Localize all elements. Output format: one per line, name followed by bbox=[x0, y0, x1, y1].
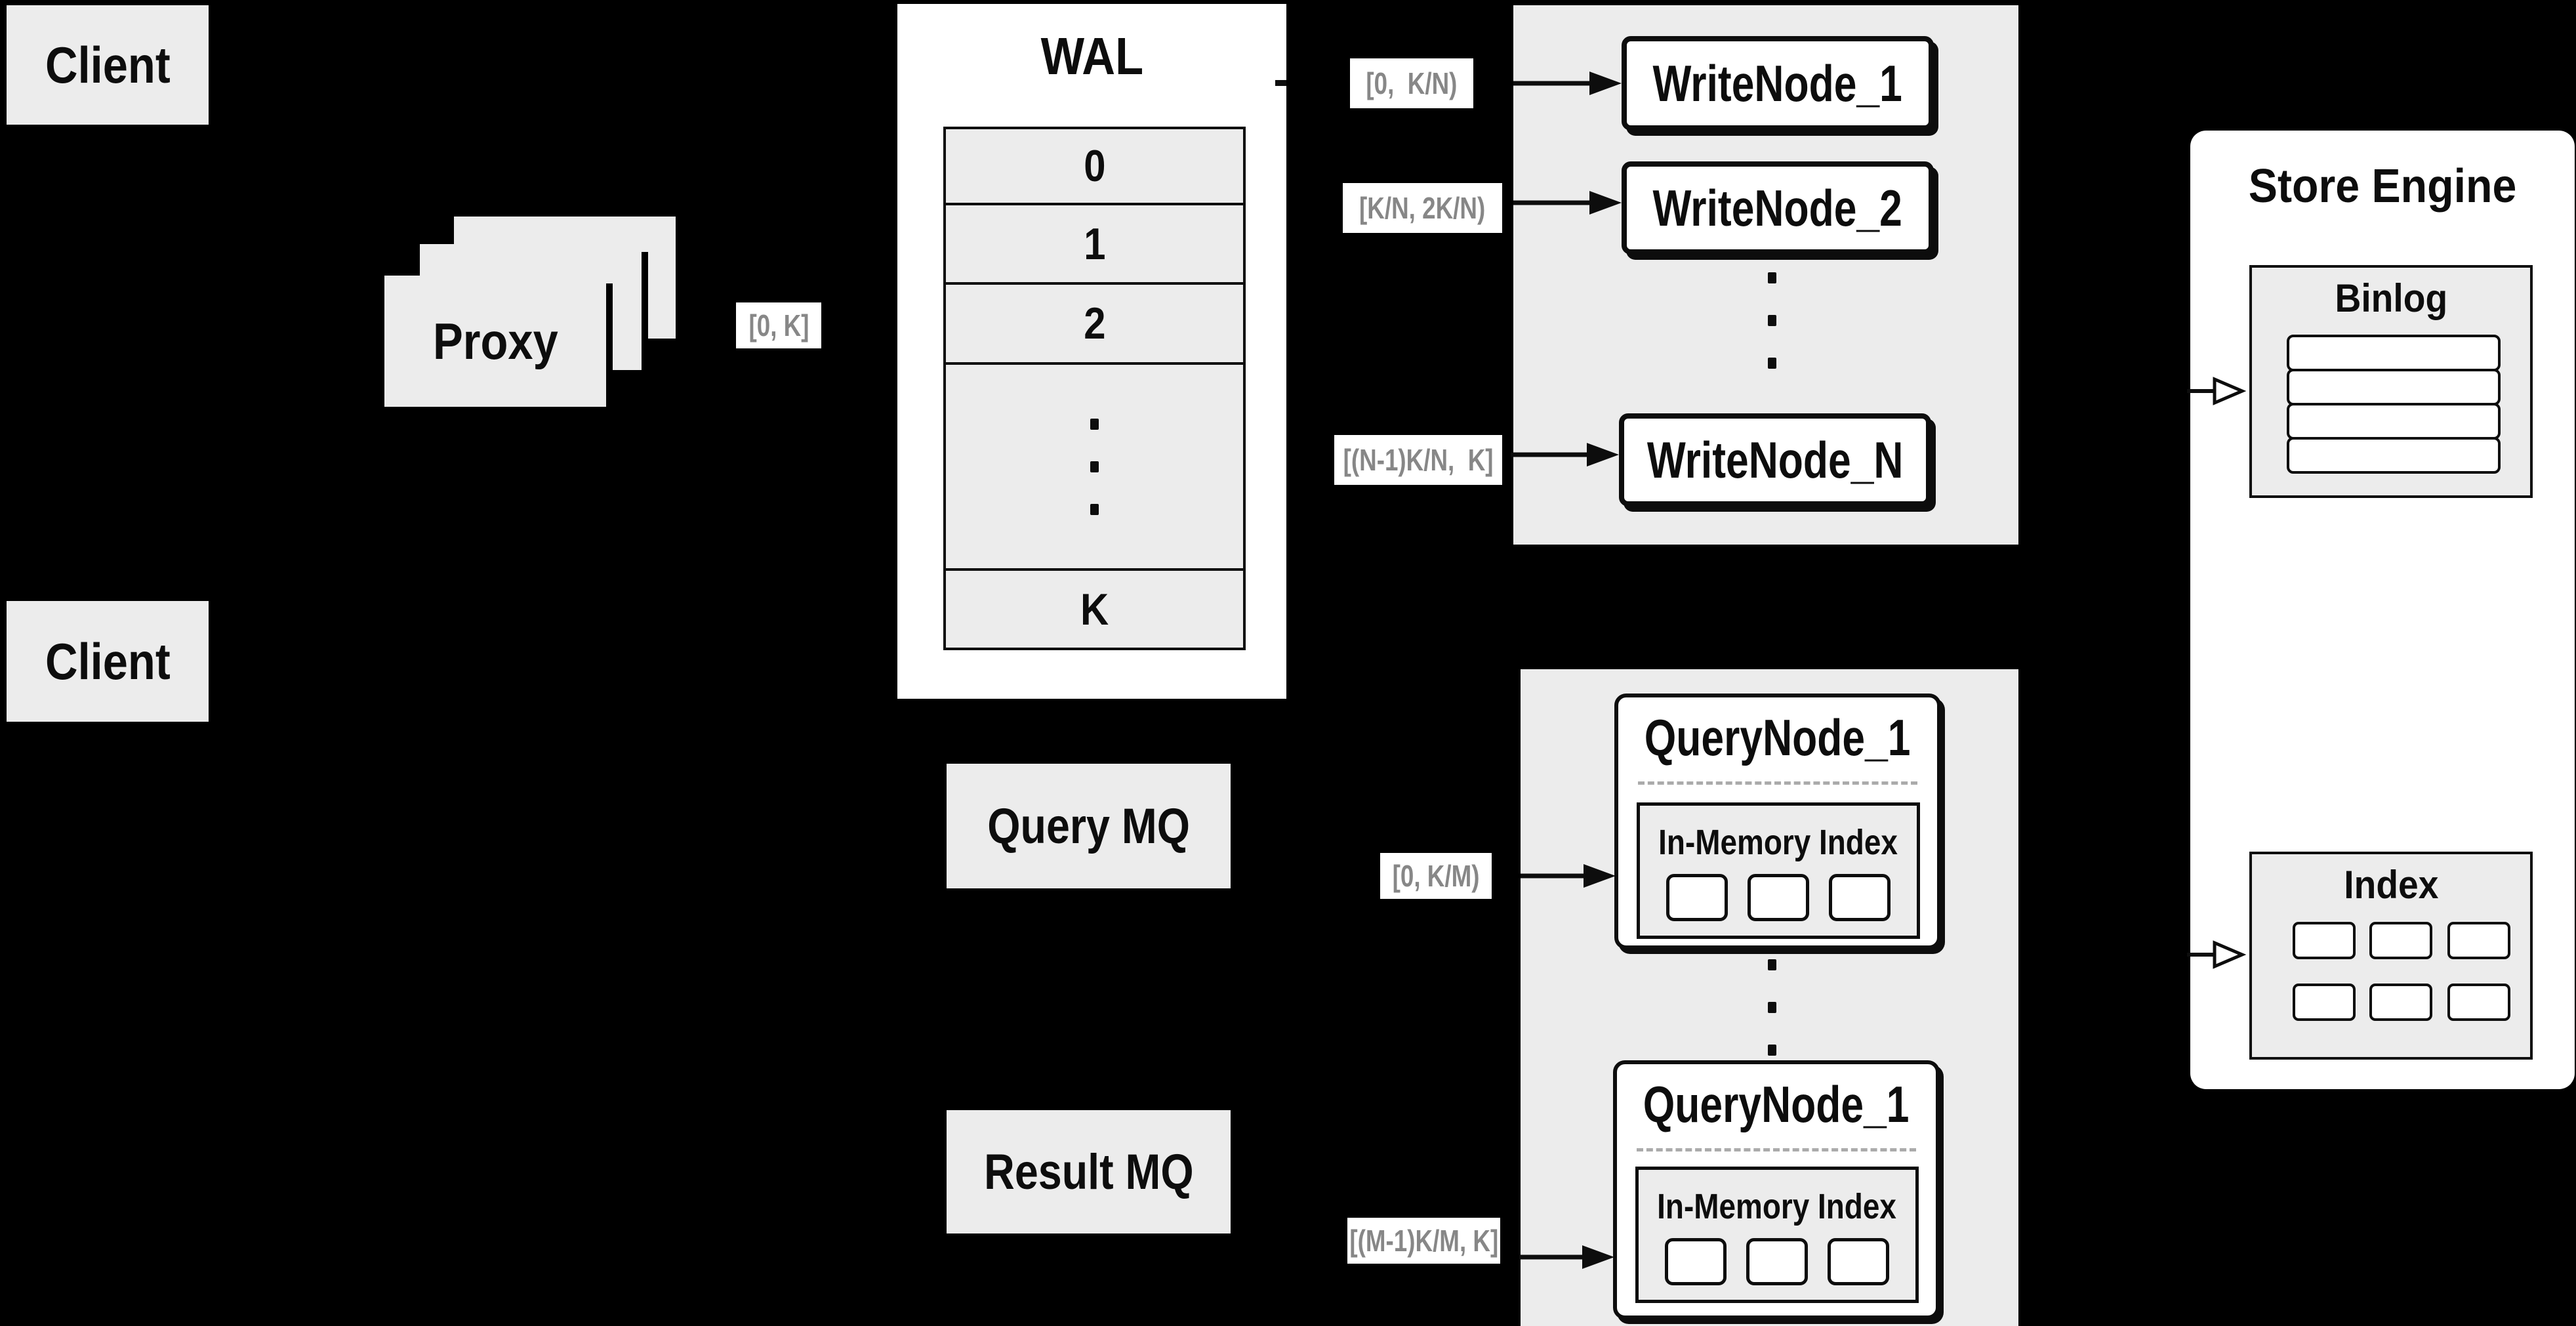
result-mq-box: Result MQ bbox=[947, 1110, 1231, 1233]
index-cells bbox=[1639, 1238, 1915, 1285]
index-segment bbox=[2369, 922, 2432, 959]
vertical-ellipsis bbox=[1090, 418, 1099, 515]
write-node-2: WriteNode_2 bbox=[1622, 161, 1934, 255]
query-node-1-title-wrap: QueryNode_1 bbox=[1645, 708, 1911, 766]
write-node-1: WriteNode_1 bbox=[1622, 36, 1934, 131]
client-box-bottom: Client bbox=[7, 601, 209, 722]
in-memory-index-box-2: In-Memory Index bbox=[1635, 1167, 1919, 1303]
arrow-to-write-node-n bbox=[1511, 443, 1619, 466]
arrow-to-query-node-2 bbox=[1519, 1245, 1614, 1269]
index-segment bbox=[2447, 922, 2510, 959]
binlog-box: Binlog bbox=[2249, 265, 2533, 498]
query-node-2-title-wrap: QueryNode_1 bbox=[1643, 1075, 1910, 1133]
binlog-row bbox=[2287, 403, 2501, 440]
wal-row-2: 2 bbox=[946, 282, 1243, 362]
index-cell bbox=[1748, 874, 1809, 921]
wal-row-1: 1 bbox=[946, 203, 1243, 282]
binlog-rows bbox=[2287, 335, 2501, 474]
index-cell bbox=[1666, 874, 1728, 921]
arrow-to-binlog bbox=[2187, 377, 2247, 405]
index-cell bbox=[1828, 1238, 1889, 1285]
wal-table: 0 1 2 K bbox=[943, 127, 1246, 650]
store-engine-title-wrap: Store Engine bbox=[2248, 160, 2517, 213]
query-mq-box: Query MQ bbox=[947, 764, 1231, 888]
dashed-divider bbox=[1638, 781, 1917, 785]
wal-title: WAL bbox=[1040, 27, 1143, 85]
range-label-query-in: [0, K/M) bbox=[1380, 853, 1492, 899]
index-segment bbox=[2369, 984, 2432, 1021]
wal-row-0: 0 bbox=[946, 129, 1243, 203]
in-memory-index-box-1: In-Memory Index bbox=[1637, 802, 1920, 939]
wal-row-ellipsis bbox=[946, 362, 1243, 568]
arrow-to-query-node-1 bbox=[1521, 864, 1616, 888]
client-box-top: Client bbox=[7, 5, 209, 125]
query-node-1: QueryNode_1 In-Memory Index bbox=[1614, 694, 1941, 949]
client-top-label: Client bbox=[45, 35, 171, 94]
range-label-write-1: [0, K/N) bbox=[1350, 58, 1473, 108]
wal-title-wrap: WAL bbox=[897, 4, 1286, 109]
write-node-n: WriteNode_N bbox=[1619, 413, 1931, 507]
range-label-write-n: [(N-1)K/N, K] bbox=[1334, 435, 1502, 485]
index-cell bbox=[1746, 1238, 1808, 1285]
index-box: Index bbox=[2249, 852, 2533, 1060]
index-segment bbox=[2293, 984, 2356, 1021]
query-node-2: QueryNode_1 In-Memory Index bbox=[1613, 1060, 1940, 1319]
binlog-row bbox=[2287, 369, 2501, 405]
store-engine-container: Store Engine Binlog Index bbox=[2190, 131, 2575, 1089]
dashed-divider bbox=[1637, 1148, 1916, 1151]
range-label-write-2: [K/N, 2K/N) bbox=[1343, 183, 1502, 233]
vertical-ellipsis bbox=[1768, 959, 1776, 1056]
index-cell bbox=[1665, 1238, 1727, 1285]
index-cell bbox=[1829, 874, 1891, 921]
client-bottom-label: Client bbox=[45, 632, 171, 690]
range-label-query-out: [(M-1)K/M, K] bbox=[1347, 1218, 1500, 1264]
arrow-to-write-node-2 bbox=[1513, 191, 1622, 215]
index-segment bbox=[2447, 984, 2510, 1021]
vertical-ellipsis bbox=[1768, 272, 1776, 369]
index-cells bbox=[1640, 874, 1917, 921]
range-label-proxy-out: [0, K] bbox=[736, 302, 821, 348]
wal-container: WAL 0 1 2 K bbox=[897, 4, 1286, 699]
proxy-card-front: Proxy bbox=[384, 276, 606, 407]
arrow-to-index bbox=[2187, 940, 2247, 969]
binlog-row bbox=[2287, 335, 2501, 371]
binlog-row bbox=[2287, 437, 2501, 474]
wal-row-k: K bbox=[946, 568, 1243, 648]
proxy-label: Proxy bbox=[432, 312, 558, 370]
index-segment bbox=[2293, 922, 2356, 959]
arrow-to-write-node-1 bbox=[1513, 72, 1622, 95]
arrow-stub-wal-out bbox=[1275, 80, 1286, 86]
